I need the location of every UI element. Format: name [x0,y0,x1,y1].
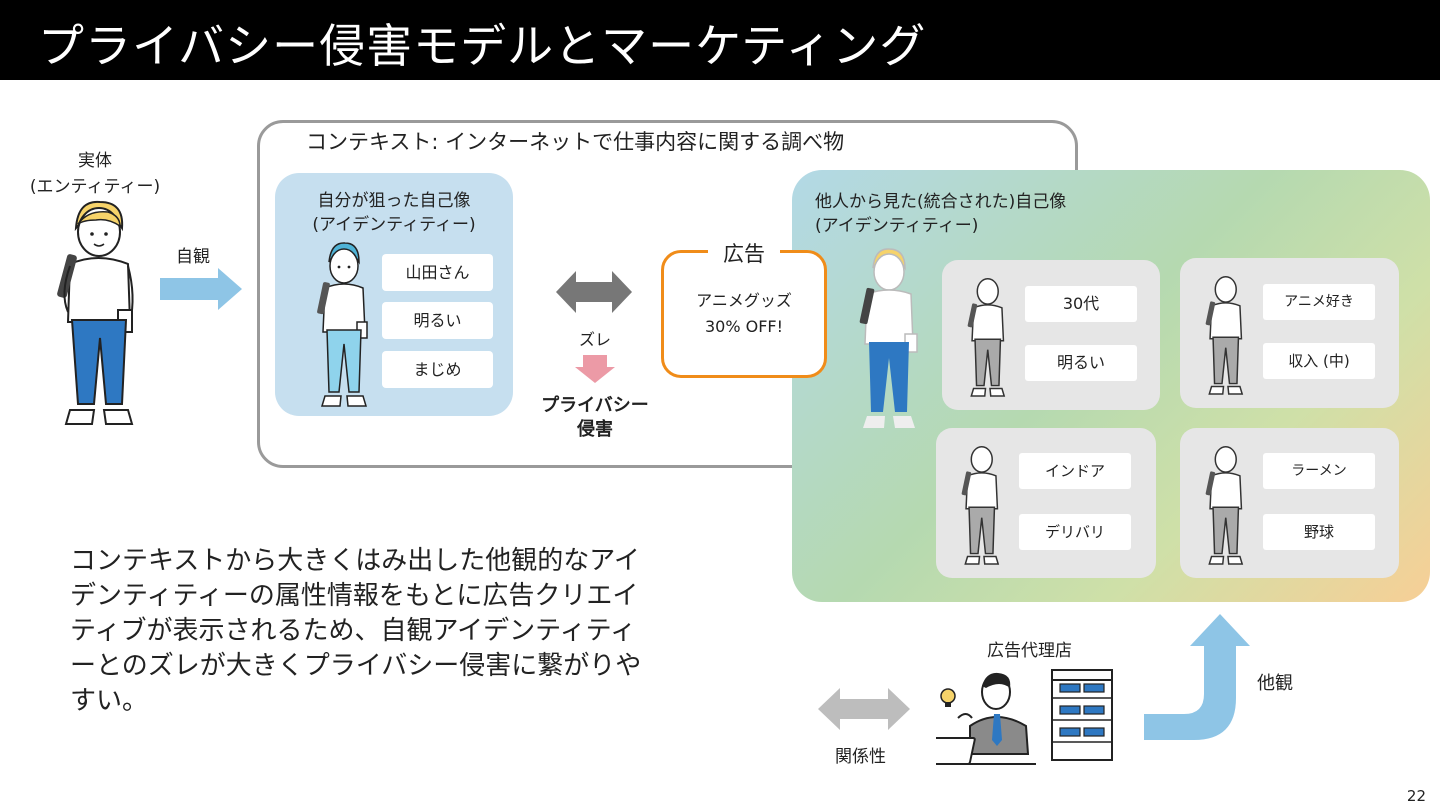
summary-text: コンテキストから大きくはみ出した他観的なアイデンティティーの属性情報をもとに広告… [70,546,642,716]
others-attribute-chip: ラーメン [1263,453,1375,489]
others-image-title: 他人から見た(統合された)自己像 (アイデンティティー) [815,192,1067,236]
gray-person-icon [1205,445,1244,565]
privacy-invasion-label: プライバシー 侵害 [541,395,649,440]
gray-person-icon [961,445,1000,565]
page-number: 22 [1406,787,1426,805]
gray-person-icon [1205,275,1244,395]
self-attribute-chip: まじめ [382,351,493,388]
relation-label: 関係性 [835,747,886,767]
others-attribute-chip: 明るい [1025,345,1137,381]
attribute-card: アニメ好き 収入 (中) [1180,258,1399,408]
others-attribute-chip: アニメ好き [1263,284,1375,320]
others-person-icon [859,248,918,428]
others-attribute-chip: 野球 [1263,514,1375,550]
attribute-card: インドア デリバリ [936,428,1156,578]
gray-person-icon [967,277,1006,397]
slide-title: プライバシー侵害モデルとマーケティング [38,19,927,73]
self-person-icon [317,242,368,407]
others-view-arrow-icon [1144,614,1250,740]
title-bar [0,0,1440,80]
businessman-icon [936,672,1036,765]
others-attribute-chip: 30代 [1025,286,1137,322]
ad-agency-label: 広告代理店 [987,641,1072,661]
self-image-title: 自分が狙った自己像 (アイデンティティー) [312,191,476,235]
self-attribute-chip: 明るい [382,302,493,339]
gap-label: ズレ [578,330,611,349]
entity-person-icon [57,200,134,425]
entity-label: 実体 (エンティティー) [29,151,161,197]
others-attribute-chip: インドア [1019,453,1131,489]
others-attribute-chip: デリバリ [1019,514,1131,550]
attribute-card: ラーメン 野球 [1180,428,1399,578]
down-arrow-icon [575,355,615,383]
gap-double-arrow-icon [556,271,632,313]
context-label: コンテキスト: インターネットで仕事内容に関する調べ物 [306,130,845,154]
office-building-icon [1051,669,1113,761]
self-view-arrow-icon [160,268,242,310]
relation-double-arrow-icon [818,688,910,730]
others-attribute-chip: 収入 (中) [1263,343,1375,379]
self-attribute-chip: 山田さん [382,254,493,291]
self-view-label: 自観 [176,247,210,267]
ad-title: 広告 [708,236,780,272]
ad-body: アニメグッズ 30% OFF! [696,291,792,336]
attribute-card: 30代 明るい [942,260,1160,410]
others-view-label: 他観 [1257,673,1293,694]
